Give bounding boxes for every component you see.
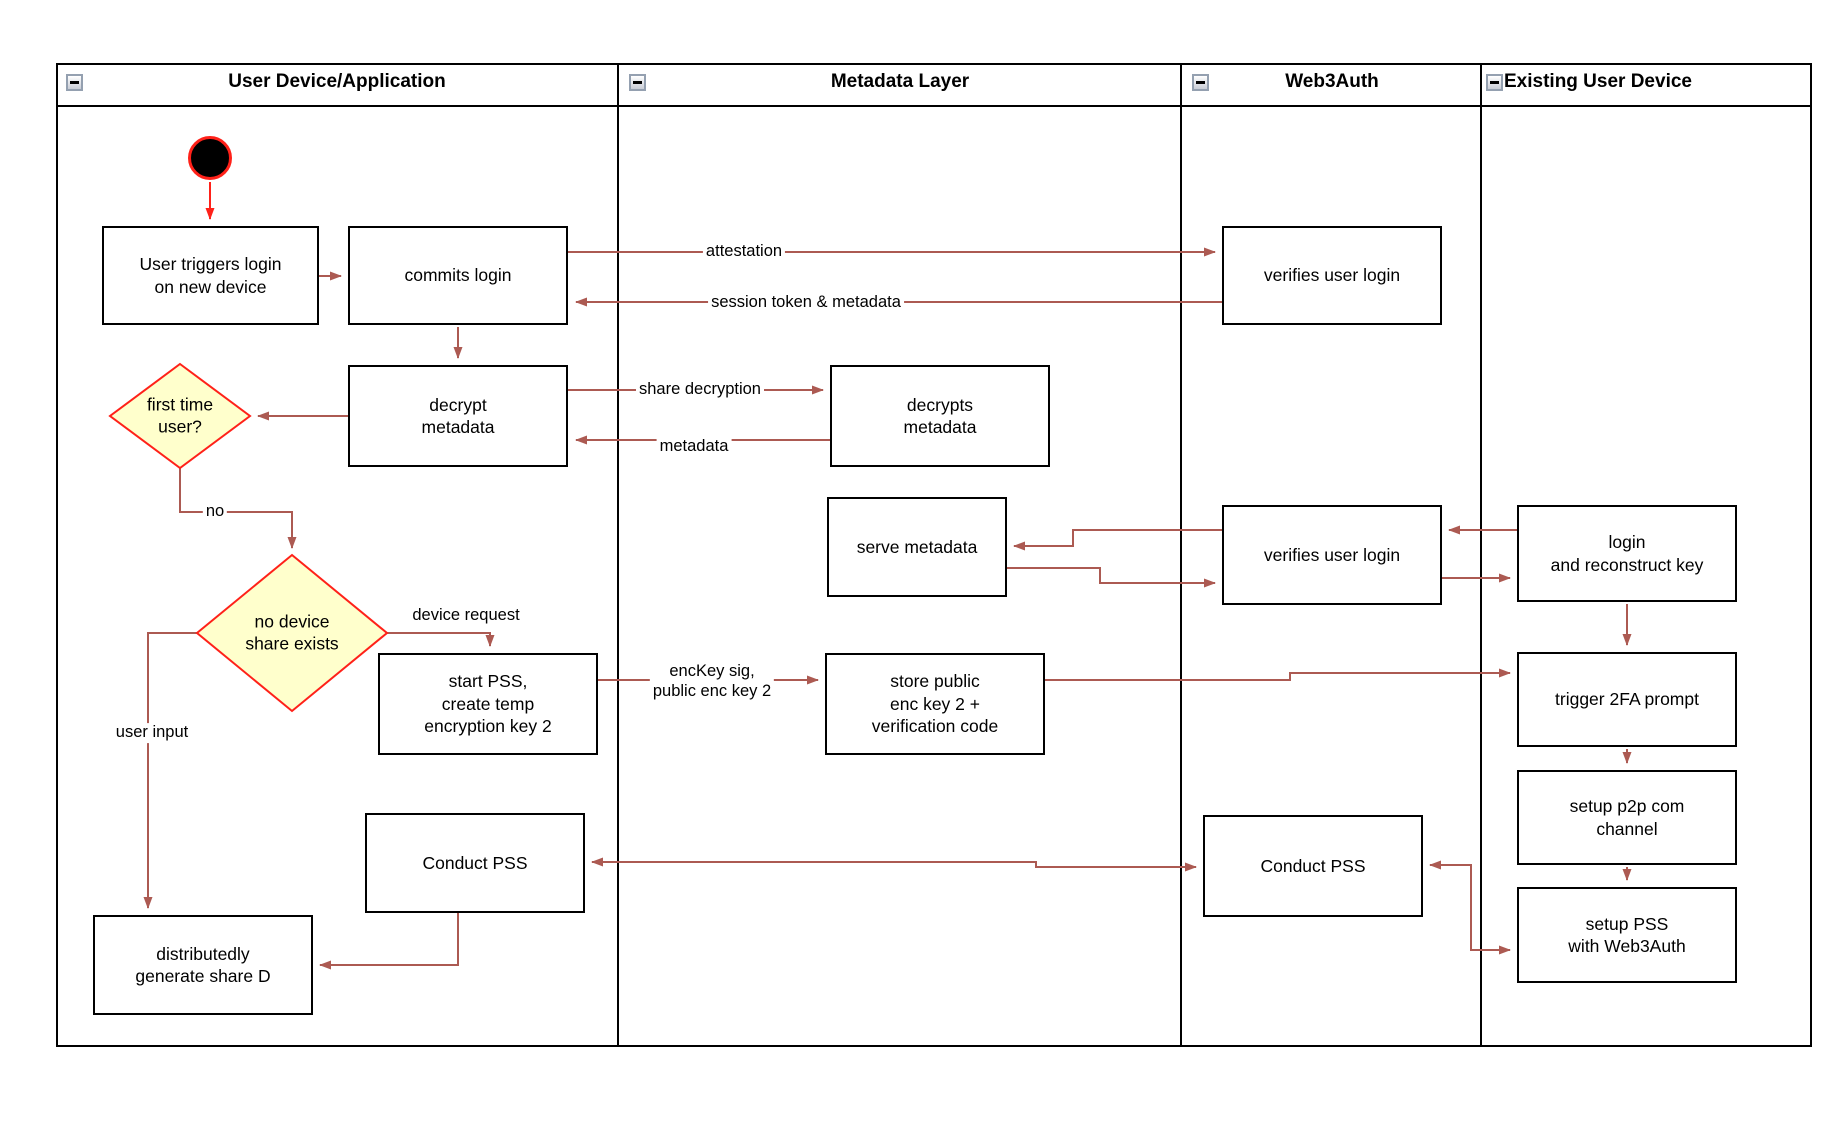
edge-label-metadata: metadata (656, 437, 732, 457)
node-decrypts-metadata: decrypts metadata (830, 365, 1050, 467)
node-conduct-pss-right: Conduct PSS (1203, 815, 1423, 917)
node-conduct-pss-left: Conduct PSS (365, 813, 585, 913)
node-store-public-enc-key: store public enc key 2 + verification co… (825, 653, 1045, 755)
header-divider (56, 105, 1812, 107)
node-commits-login: commits login (348, 226, 568, 325)
node-trigger-2fa-prompt: trigger 2FA prompt (1517, 652, 1737, 747)
minus-icon (633, 81, 642, 84)
decision-first-time-user-label: first time user? (146, 394, 214, 437)
collapse-lane-user-device-icon[interactable] (66, 74, 83, 91)
node-serve-metadata: serve metadata (827, 497, 1007, 597)
decision-no-device-share-label: no device share exists (245, 611, 339, 654)
lane-title-metadata-layer: Metadata Layer (830, 71, 970, 92)
decision-no-device-share (195, 553, 389, 713)
lane-divider-3 (1480, 63, 1482, 1047)
lane-title-existing-device: Existing User Device (1504, 71, 1692, 92)
node-start-pss: start PSS, create temp encryption key 2 (378, 653, 598, 755)
collapse-lane-existing-device-icon[interactable] (1486, 74, 1503, 91)
node-decrypt-metadata: decrypt metadata (348, 365, 568, 467)
node-user-triggers-login: User triggers login on new device (102, 226, 319, 325)
node-setup-p2p-channel: setup p2p com channel (1517, 770, 1737, 865)
node-verifies-user-login-mid: verifies user login (1222, 505, 1442, 605)
minus-icon (70, 81, 79, 84)
pool-frame (56, 63, 1812, 1047)
lane-divider-1 (617, 63, 619, 1047)
edge-label-enckey-sig: encKey sig, public enc key 2 (649, 662, 775, 702)
lane-title-user-device: User Device/Application (228, 71, 446, 92)
lane-divider-2 (1180, 63, 1182, 1047)
node-generate-share-d: distributedly generate share D (93, 915, 313, 1015)
collapse-lane-metadata-icon[interactable] (629, 74, 646, 91)
decision-first-time-user (108, 362, 252, 470)
start-node (188, 136, 232, 180)
node-setup-pss-web3auth: setup PSS with Web3Auth (1517, 887, 1737, 983)
edge-label-device-request: device request (409, 606, 523, 626)
node-login-reconstruct-key: login and reconstruct key (1517, 505, 1737, 602)
edge-label-user-input: user input (112, 723, 192, 743)
edge-label-share-decryption: share decryption (636, 380, 764, 400)
collapse-lane-web3auth-icon[interactable] (1192, 74, 1209, 91)
edge-label-session-token: session token & metadata (708, 293, 904, 313)
minus-icon (1490, 81, 1499, 84)
edge-label-no: no (202, 502, 228, 522)
minus-icon (1196, 81, 1205, 84)
node-verifies-user-login-top: verifies user login (1222, 226, 1442, 325)
edge-label-attestation: attestation (702, 242, 786, 262)
lane-title-web3auth: Web3Auth (1285, 71, 1379, 92)
